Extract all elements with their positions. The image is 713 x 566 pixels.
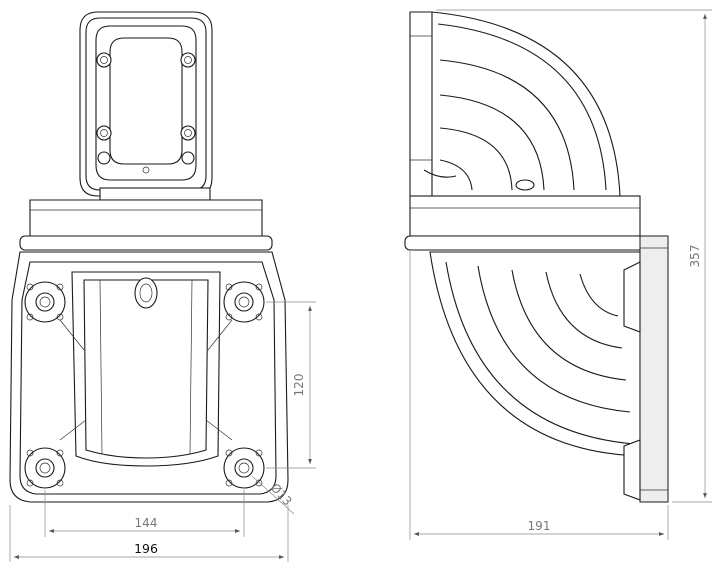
dimension-text: 120 (292, 374, 306, 397)
mounting-hole-bottom-right (223, 447, 265, 489)
dimension-side-depth: 191 (409, 250, 669, 540)
dimension-text: 191 (528, 519, 551, 533)
mounting-hole-bottom-left (24, 447, 66, 489)
side-wall-plate (623, 235, 669, 503)
housing-bolt (181, 151, 195, 165)
dimension-total-height: 357 (436, 9, 712, 503)
housing-bolt (96, 52, 112, 68)
side-view: 357 191 (404, 9, 712, 540)
housing-bolt (96, 125, 112, 141)
front-view: 120 Ø13 144 196 (9, 11, 316, 562)
side-upper-dome (409, 11, 621, 197)
side-lower-dome (429, 251, 641, 457)
side-mount-band (404, 195, 646, 251)
dimension-hole-spacing-vertical: 120 (266, 301, 316, 469)
dimension-inner-width: 144 (44, 490, 245, 537)
housing-bolt (180, 125, 196, 141)
dimension-total-width: 196 (9, 505, 289, 562)
front-mount-band (19, 199, 273, 251)
dimension-text: 144 (135, 516, 158, 530)
dimension-text: 196 (134, 541, 158, 556)
mounting-hole-top-right (223, 281, 265, 323)
dimension-text: 357 (688, 245, 702, 268)
front-base-plate (9, 251, 289, 503)
mounting-hole-top-left (24, 281, 66, 323)
housing-bolt (180, 52, 196, 68)
front-camera-housing (79, 11, 213, 201)
housing-bolt (97, 151, 111, 165)
